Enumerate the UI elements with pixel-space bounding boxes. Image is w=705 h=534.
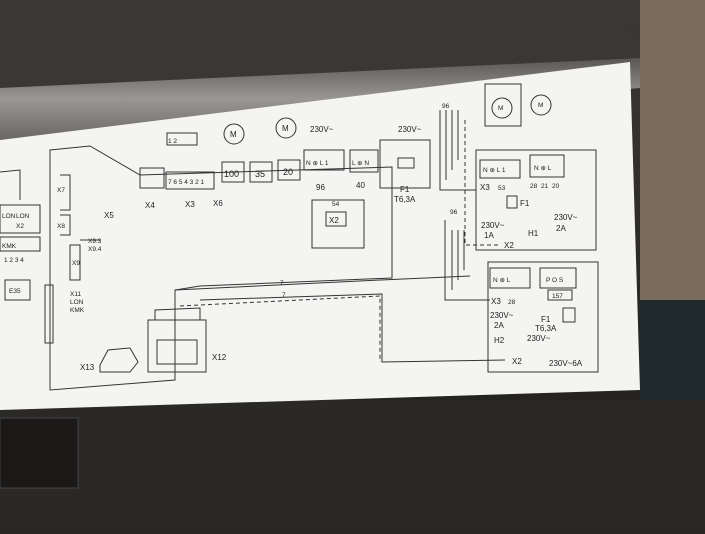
label-x94: X9.4 xyxy=(88,246,102,253)
label-x6: X6 xyxy=(213,199,223,208)
label-x12: X12 xyxy=(212,353,227,362)
label-230v-6a: 230V~6A xyxy=(549,359,583,368)
label-96: 96 xyxy=(316,183,325,192)
diagram-card xyxy=(0,62,640,410)
label-x2-h1: X2 xyxy=(504,241,514,250)
label-1a: 1A xyxy=(484,231,494,240)
label-pos: P O S xyxy=(546,277,564,284)
label-40-terminal: L ⊕ N xyxy=(352,160,369,167)
label-28: 28 xyxy=(530,183,538,190)
label-motor-a: M xyxy=(230,130,237,139)
label-f1: F1 xyxy=(400,185,410,194)
label-1234: 1 2 3 4 xyxy=(4,257,24,264)
label-motor-b: M xyxy=(282,124,289,133)
label-motor-c: M xyxy=(498,105,503,112)
label-2a: 2A xyxy=(556,224,566,233)
label-x9: X9 xyxy=(72,260,80,267)
label-h2: H2 xyxy=(494,336,505,345)
label-kmk-left: KMK xyxy=(2,243,17,250)
label-t63a-bottom: T6,3A xyxy=(535,324,557,333)
label-t63a: T6,3A xyxy=(394,195,416,204)
label-230v-2a-b: 230V~ xyxy=(490,311,514,320)
label-x11: X11 xyxy=(70,291,81,298)
label-x3-53: X3 xyxy=(480,183,490,192)
lower-housing xyxy=(0,400,705,529)
label-x3-28: X3 xyxy=(491,297,501,306)
diagram-lines xyxy=(0,83,599,391)
label-230v-top-right: 230V~ xyxy=(398,125,422,134)
label-x2-left: X2 xyxy=(16,223,24,230)
label-e35: E35 xyxy=(9,288,21,295)
label-100: 100 xyxy=(224,169,239,179)
label-7-a: 7 xyxy=(280,280,284,287)
label-20: 20 xyxy=(283,167,293,177)
label-x3: X3 xyxy=(185,200,195,209)
label-f1-bottom: F1 xyxy=(541,315,551,324)
label-kmk: KMK xyxy=(70,307,85,314)
label-40: 40 xyxy=(356,181,365,190)
label-lon-right: LON xyxy=(16,213,30,220)
dashed-wires xyxy=(179,120,500,362)
label-x5: X5 xyxy=(104,211,114,220)
label-230v-bottom: 230V~ xyxy=(527,334,551,343)
label-x2-bottom: X2 xyxy=(512,357,522,366)
label-x3-pins: 7 6 5 4 3 2 1 xyxy=(168,179,205,186)
label-pins-top: 1 2 xyxy=(168,138,177,145)
housing-slot xyxy=(0,417,79,489)
label-x7: X7 xyxy=(57,187,65,194)
label-96-right: 96 xyxy=(442,103,450,110)
label-nl1-right: N ⊕ L 1 xyxy=(483,167,506,174)
label-x93: X9.3 xyxy=(88,238,102,245)
label-h1: H1 xyxy=(528,229,539,238)
right-wall xyxy=(640,0,705,300)
label-20-right: 20 xyxy=(552,183,560,190)
label-54: 54 xyxy=(332,201,340,208)
label-f1-right: F1 xyxy=(520,199,530,208)
label-28-bottom: 28 xyxy=(508,299,516,306)
label-230v-1a: 230V~ xyxy=(481,221,505,230)
label-21: 21 xyxy=(541,183,549,190)
label-nl-bottom: N ⊕ L xyxy=(493,277,511,284)
label-96-terminal: N ⊕ L 1 xyxy=(306,160,329,167)
label-x13: X13 xyxy=(80,363,95,372)
label-x2-inner: X2 xyxy=(329,216,339,225)
label-x4: X4 xyxy=(145,201,155,210)
label-lon-left: LON xyxy=(2,213,16,220)
metal-strip xyxy=(0,58,640,140)
label-230v-top: 230V~ xyxy=(310,125,334,134)
label-x8: X8 xyxy=(57,223,65,230)
label-53: 53 xyxy=(498,185,506,192)
label-7-b: 7 xyxy=(282,292,286,299)
label-lon: LON xyxy=(70,299,84,306)
label-96-right-b: 96 xyxy=(450,209,458,216)
label-35: 35 xyxy=(255,169,265,179)
label-2a-b: 2A xyxy=(494,321,504,330)
label-230v-2a: 230V~ xyxy=(554,213,578,222)
label-157: 157 xyxy=(552,293,563,300)
label-nl-right: N ⊕ L xyxy=(534,165,552,172)
label-motor-d: M xyxy=(538,102,543,109)
diagram-labels: X4 X3 X6 7 6 5 4 3 2 1 1 2 100 35 20 M M… xyxy=(2,102,583,372)
